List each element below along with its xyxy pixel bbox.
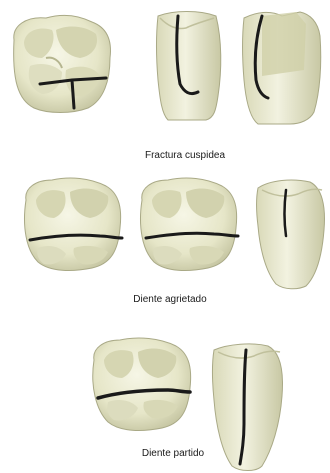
molar-occlusal-view-1 <box>14 15 111 112</box>
tooth-side-view-3 <box>257 180 325 289</box>
section-cracked-tooth <box>25 178 325 289</box>
caption-split-tooth: Diente partido <box>118 448 228 459</box>
tooth-side-view-1 <box>157 12 221 121</box>
caption-cusp-fracture: Fractura cuspidea <box>110 150 260 161</box>
molar-occlusal-view-4 <box>93 338 191 430</box>
section-cusp-fracture <box>14 12 321 125</box>
caption-cracked-tooth: Diente agrietado <box>100 294 240 305</box>
tooth-side-view-2 <box>243 12 321 124</box>
molar-occlusal-view-2 <box>25 178 123 270</box>
molar-occlusal-view-3 <box>141 178 239 270</box>
